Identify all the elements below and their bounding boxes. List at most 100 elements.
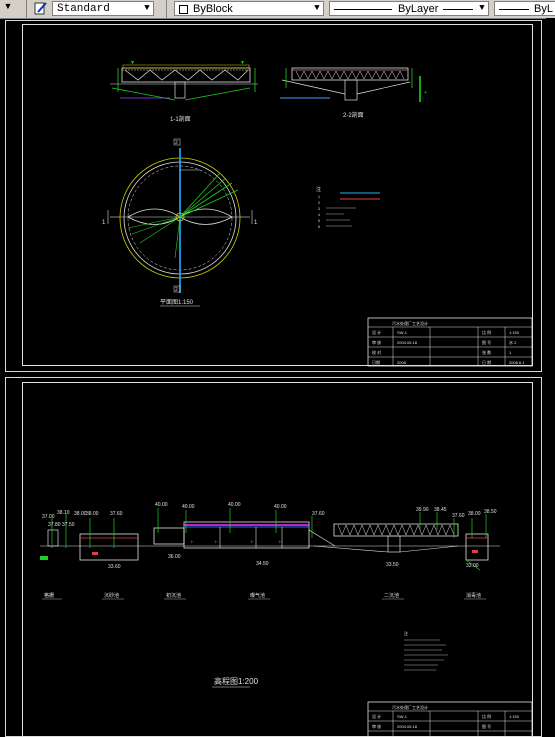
svg-text:2004.06.18: 2004.06.18 [397, 340, 418, 345]
svg-text:38.00: 38.00 [86, 511, 99, 517]
svg-text:污水处理厂工艺设计: 污水处理厂工艺设计 [392, 320, 428, 326]
sheet1-inner-frame [22, 24, 533, 366]
svg-text:SW-1: SW-1 [397, 714, 408, 719]
chevron-down-icon[interactable]: ▼ [144, 3, 150, 13]
plan-marker-bottom: 2 [175, 287, 178, 293]
section-2-2-label: 2-2剖面 [343, 111, 364, 119]
svg-text:设 计: 设 计 [372, 713, 381, 719]
svg-text:图 号: 图 号 [482, 723, 491, 729]
toolbar-separator [166, 0, 167, 18]
sheet1-outer-frame [5, 20, 542, 372]
toolbar-separator [26, 0, 27, 18]
svg-text:审 核: 审 核 [372, 723, 381, 729]
chevron-down-icon[interactable]: ▼ [314, 3, 320, 13]
sheet2-notes: 注 [404, 630, 448, 671]
svg-text:+: + [278, 540, 282, 546]
svg-text:日 期: 日 期 [482, 359, 491, 365]
svg-text:1: 1 [509, 350, 512, 355]
drawing-canvas[interactable]: ▼ ▼ 1-1剖面 + 2-2剖面 [0, 18, 555, 737]
svg-text:1:150: 1:150 [509, 714, 520, 719]
plan-marker-top: 2 [175, 140, 178, 146]
elevation-labels: 37.00 38.10 37.80 37.50 38.00 37.60 38.0… [42, 502, 497, 570]
section-1-1-drawing: ▼ ▼ [110, 60, 258, 101]
svg-text:2004.06.18: 2004.06.18 [397, 724, 418, 729]
svg-text:39.90: 39.90 [416, 507, 429, 513]
svg-text:比 例: 比 例 [482, 329, 491, 335]
svg-text:初沉池: 初沉池 [166, 592, 181, 599]
canvas-edge [546, 18, 555, 737]
svg-text:张 数: 张 数 [482, 349, 491, 355]
svg-text:1:150: 1:150 [509, 330, 520, 335]
svg-text:▼: ▼ [130, 60, 135, 66]
linetype-sample [334, 9, 392, 10]
svg-text:38.50: 38.50 [484, 509, 497, 515]
color-value: ByBlock [193, 3, 233, 15]
svg-text:2: 2 [318, 201, 320, 205]
svg-text:37.60: 37.60 [110, 511, 123, 517]
plan-scale-label: 平面图1:150 [160, 299, 194, 306]
lineweight-sample [499, 9, 529, 10]
svg-text:40.00: 40.00 [274, 504, 287, 510]
svg-text:+: + [250, 540, 254, 546]
svg-text:消毒池: 消毒池 [466, 592, 481, 599]
svg-text:SW-1: SW-1 [397, 330, 408, 335]
svg-text:+: + [190, 540, 194, 546]
cad-drawing: ▼ ▼ 1-1剖面 + 2-2剖面 [40, 60, 533, 737]
svg-text:40.00: 40.00 [228, 502, 241, 508]
svg-text:38.00: 38.00 [74, 511, 87, 517]
properties-toolbar: ▼ Standard ▼ ByBlock ▼ ByLayer ▼ ByL [0, 0, 555, 19]
plan-marker-left: 1 [102, 220, 106, 226]
sheet1-titleblock: 污水处理厂工艺设计 设 计 SW-1 比 例 1:150 审 核 2004.06… [367, 317, 533, 367]
svg-text:33.50: 33.50 [386, 562, 399, 568]
svg-text:40.00: 40.00 [182, 504, 195, 510]
svg-text:二沉池: 二沉池 [384, 592, 399, 599]
linetype-sample [443, 9, 473, 10]
svg-text:校 对: 校 对 [372, 349, 381, 355]
elevation-profile-drawing: + + + + [40, 508, 500, 571]
svg-text:33.00: 33.00 [466, 563, 479, 569]
svg-text:+: + [214, 540, 218, 546]
svg-text:38.45: 38.45 [434, 507, 447, 513]
svg-text:设 计: 设 计 [372, 329, 381, 335]
svg-text:38.00: 38.00 [468, 511, 481, 517]
svg-text:沉砂池: 沉砂池 [104, 592, 119, 599]
section-1-1-label: 1-1剖面 [170, 115, 191, 123]
svg-text:3: 3 [318, 207, 320, 211]
svg-text:水 2: 水 2 [509, 339, 517, 345]
svg-text:曝气池: 曝气池 [250, 592, 265, 599]
text-style-value: Standard [57, 3, 110, 15]
chevron-down-icon[interactable]: ▼ [3, 1, 13, 11]
svg-text:比 例: 比 例 [482, 713, 491, 719]
text-style-icon[interactable] [34, 1, 48, 15]
lineweight-select[interactable]: ByL [494, 1, 555, 16]
svg-text:36.00: 36.00 [168, 554, 181, 560]
color-select[interactable]: ByBlock ▼ [174, 1, 324, 16]
linetype-value: ByLayer [398, 3, 439, 15]
svg-text:5: 5 [318, 219, 320, 223]
svg-text:+: + [424, 90, 427, 96]
linetype-select[interactable]: ByLayer ▼ [329, 1, 489, 16]
svg-text:40.00: 40.00 [155, 502, 168, 508]
svg-text:注: 注 [316, 186, 321, 193]
svg-text:▼: ▼ [240, 60, 245, 66]
svg-text:33.60: 33.60 [108, 564, 121, 570]
elevation-scale-label: 高程图1:200 [214, 676, 259, 686]
svg-text:2008.6.1: 2008.6.1 [509, 360, 525, 365]
svg-text:37.80: 37.80 [48, 522, 61, 528]
sheet1-legend: 注 1 2 3 4 5 6 [316, 186, 380, 229]
svg-text:6: 6 [318, 225, 320, 229]
svg-text:34.50: 34.50 [256, 561, 269, 567]
unit-labels: 格栅 沉砂池 初沉池 曝气池 二沉池 消毒池 [44, 592, 481, 599]
svg-text:日期: 日期 [372, 359, 380, 365]
text-style-select[interactable]: Standard ▼ [52, 1, 154, 16]
svg-text:37.50: 37.50 [62, 522, 75, 528]
svg-text:审 核: 审 核 [372, 339, 381, 345]
svg-text:图 号: 图 号 [482, 339, 491, 345]
svg-text:注: 注 [404, 630, 408, 636]
section-2-2-drawing: + [280, 67, 427, 102]
circular-plan-drawing [107, 148, 253, 293]
chevron-down-icon[interactable]: ▼ [479, 3, 485, 13]
svg-text:37.60: 37.60 [452, 513, 465, 519]
svg-text:2008: 2008 [397, 360, 407, 365]
svg-text:37.60: 37.60 [312, 511, 325, 517]
